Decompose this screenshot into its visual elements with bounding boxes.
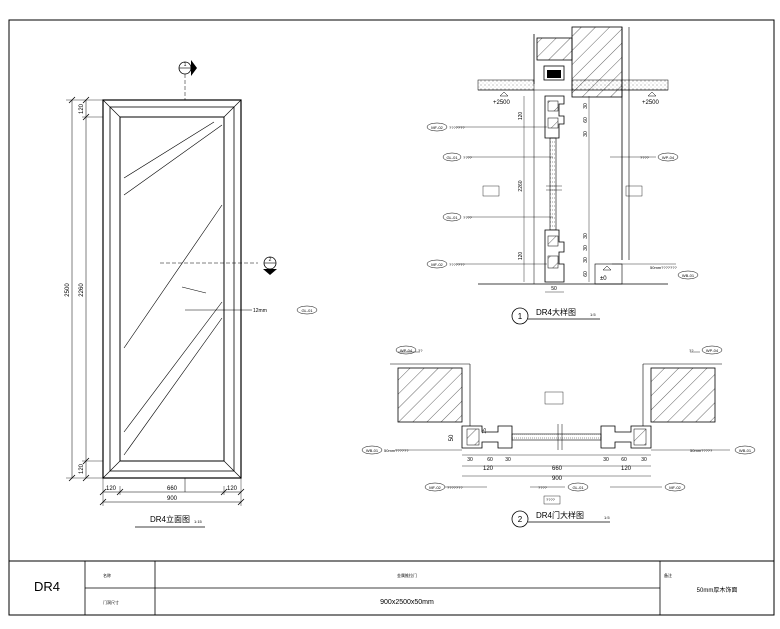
dim-total-height: 2500 [65, 283, 71, 297]
door-glass-panel [119, 116, 225, 462]
right-wall-hatch [650, 367, 716, 423]
d2-text-wb01-right: 50mm????? [690, 448, 713, 453]
left-wall-hatch [397, 367, 463, 423]
drawing-code: DR4 [34, 579, 60, 594]
level-right: +2500 [642, 100, 660, 106]
d2-dim-60-2: 60 [621, 457, 627, 463]
label-note: 备注 [664, 572, 672, 578]
title-block: DR4 名称 金属推拉门 门洞尺寸 900x2500x50mm 备注 50mm厚… [9, 560, 774, 615]
d2-dim-30-3: 30 [603, 457, 609, 463]
section-marker-1: 1 [178, 60, 197, 76]
d2-text-gl01: ???? [538, 485, 548, 490]
d2-tag-wb01-left: WB-01 [366, 448, 379, 453]
section-marker-2: 2 [263, 256, 277, 275]
d1-dim-50: 50 [551, 286, 557, 292]
d1-text-gl01-b: ???? [463, 215, 473, 220]
d1-dim-60: 60 [583, 117, 589, 123]
dim-frame-top: 120 [79, 103, 85, 114]
dim-total-width: 900 [167, 496, 178, 502]
d2-tag-mf02-left: MF-02 [429, 485, 441, 490]
section-marker-1-label: 1 [184, 62, 187, 68]
d2-dim-60-1: 60 [487, 457, 493, 463]
door-elevation: 1 2 12mm GL-01 2500 120 2260 120 [65, 60, 318, 528]
detail-1-number: 1 [518, 312, 523, 321]
d2-dim-120-left: 120 [483, 466, 494, 472]
plan-glass [511, 433, 602, 441]
d2-text-gl-center: ???? [546, 497, 556, 502]
d1-text-wb01: 50mm??????? [650, 265, 677, 270]
d1-dim-30e: 30 [583, 257, 589, 263]
glass-callout-tag [296, 305, 318, 315]
d1-tag-mf02-top: MF-02 [431, 125, 443, 130]
value-note: 50mm厚木饰面 [697, 586, 738, 594]
d2-tag-wb01-right: WB-01 [739, 448, 752, 453]
d2-dim-120-right: 120 [621, 466, 632, 472]
detail-2-scale: 1:5 [604, 515, 610, 520]
d1-dim-2260: 2260 [518, 180, 524, 191]
glass-section [549, 137, 557, 231]
d2-dim-30-4: 30 [641, 457, 647, 463]
d1-tag-wp04: WP-04 [662, 155, 675, 160]
d2-dim-900: 900 [552, 476, 563, 482]
d1-dim-30d: 30 [583, 245, 589, 251]
value-name: 金属推拉门 [397, 572, 417, 578]
label-name: 名称 [103, 572, 111, 578]
d1-text-gl01-a: ???? [463, 155, 473, 160]
dim-frame-left: 120 [106, 486, 117, 492]
detail-1-vertical-section: +2500 +2500 ±0 120 2260 120 30 60 30 30 … [426, 26, 699, 325]
d1-dim-60b: 60 [583, 271, 589, 277]
d2-tag-wp04-left: WP-04 [400, 348, 413, 353]
d2-text-wp04-right: ?? [689, 348, 694, 353]
d2-text-wp04-left: ?? [418, 348, 423, 353]
value-size: 900x2500x50mm [380, 599, 434, 606]
glass-callout-tag-text: GL-01 [301, 308, 313, 313]
sheet-border [8, 19, 775, 616]
d1-dim-30a: 30 [583, 103, 589, 109]
dim-frame-bottom: 120 [79, 463, 85, 474]
d2-dim-30-1: 30 [467, 457, 473, 463]
d1-dim-30c: 30 [583, 233, 589, 239]
dim-glass-height: 2260 [79, 283, 85, 297]
detail-1-scale: 1:5 [590, 312, 596, 317]
d1-text-mf02-bot: ??????? [449, 262, 465, 267]
dim-glass-width: 660 [167, 486, 178, 492]
d1-dim-120-bot: 120 [518, 252, 524, 261]
detail-2-plan-section: 50 15 30 60 30 30 60 30 120 660 120 900 … [361, 345, 756, 528]
level-left: +2500 [493, 100, 511, 106]
detail-2-number: 2 [518, 515, 523, 524]
d1-dim-30b: 30 [583, 131, 589, 137]
d1-tag-mf02-bot: MF-02 [431, 262, 443, 267]
d1-tag-gl01-a: GL-01 [446, 155, 458, 160]
d1-tag-wb01: WB-01 [682, 273, 695, 278]
d2-tag-wp04-right: WP-04 [706, 348, 719, 353]
elevation-scale: 1:15 [194, 519, 203, 524]
d2-dim-30-2: 30 [505, 457, 511, 463]
d2-text-wb01-left: 50mm?????? [384, 448, 409, 453]
d2-dim-660: 660 [552, 466, 563, 472]
d2-dim-15: 15 [482, 428, 488, 434]
level-floor: ±0 [600, 276, 607, 282]
detail-1-title: DR4大样图 [536, 307, 576, 317]
glass-callout-text: 12mm [253, 308, 267, 314]
d1-text-mf02-top: ??????? [449, 125, 465, 130]
d1-dim-120-top: 120 [518, 112, 524, 121]
d1-text-wp04: ???? [640, 155, 650, 160]
d2-text-mf02-left: ??????? [447, 485, 463, 490]
label-size: 门洞尺寸 [103, 599, 119, 605]
d1-tag-gl01-b: GL-01 [446, 215, 458, 220]
dim-frame-right: 120 [227, 486, 238, 492]
detail-2-title: DR4门大样图 [536, 510, 584, 520]
d2-tag-gl01: GL-01 [572, 485, 584, 490]
elevation-title: DR4立面图 [150, 514, 190, 524]
d2-tag-mf02-right: MF-02 [669, 485, 681, 490]
section-marker-2-label: 2 [269, 257, 272, 263]
d2-dim-50: 50 [449, 434, 455, 441]
door-frame-outer [102, 99, 242, 479]
